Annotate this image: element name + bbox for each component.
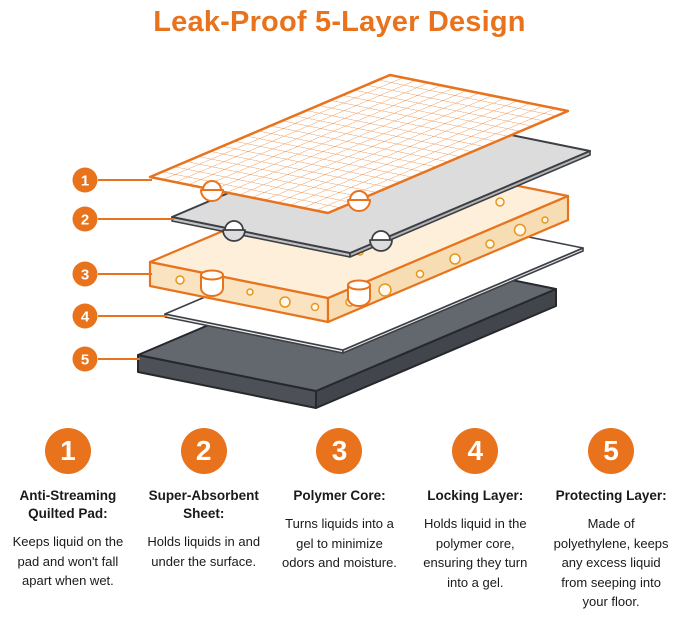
callout-badge — [72, 303, 98, 329]
legend-number-badge: 2 — [180, 428, 227, 474]
callout-number: 4 — [81, 308, 90, 325]
callout-badge — [72, 206, 98, 232]
callout-badge — [72, 167, 98, 193]
legend-heading: Protecting Layer: — [555, 488, 667, 503]
page-title: Leak-Proof 5-Layer Design — [153, 6, 526, 38]
callout-4: 4 — [72, 303, 167, 329]
legend-number-badge: 1 — [44, 428, 91, 474]
legend-heading: Anti-Streaming Quilted Pad: — [19, 488, 117, 522]
legend-item-polymer-core: 3 Polymer Core: Turns liquids into a gel… — [272, 428, 408, 612]
legend-item-quilted-pad: 1 Anti-Streaming Quilted Pad: Keeps liqu… — [0, 428, 136, 612]
legend-number-badge: 4 — [452, 428, 499, 474]
core-notches — [200, 269, 371, 307]
callout-number: 1 — [81, 172, 89, 189]
legend-body: Holds liquids in and under the surface. — [147, 534, 261, 569]
legend-body: Made of polyethylene, keeps any excess l… — [553, 516, 669, 610]
quilted-mesh-layer-icon — [148, 73, 570, 215]
legend-item-locking-layer: 4 Locking Layer: Holds liquid in the pol… — [407, 428, 543, 612]
callout-number: 2 — [81, 211, 89, 228]
mesh-tabs — [200, 180, 371, 212]
callout-number: 5 — [81, 351, 89, 368]
legend-item-protecting-layer: 5 Protecting Layer: Made of polyethylene… — [543, 428, 679, 612]
callout-3: 3 — [72, 261, 152, 287]
legend: 1 Anti-Streaming Quilted Pad: Keeps liqu… — [0, 428, 679, 612]
legend-body: Turns liquids into a gel to minimize odo… — [282, 516, 397, 571]
callout-1: 1 — [72, 167, 152, 193]
legend-heading: Polymer Core: — [293, 488, 386, 503]
legend-number-badge: 5 — [588, 428, 635, 474]
callout-2: 2 — [72, 206, 174, 232]
legend-body: Keeps liquid on the pad and won't fall a… — [12, 534, 124, 589]
callout-number: 3 — [81, 266, 89, 283]
callout-5: 5 — [72, 346, 140, 372]
legend-item-absorbent-sheet: 2 Super-Absorbent Sheet: Holds liquids i… — [136, 428, 272, 612]
callout-badge — [72, 346, 98, 372]
legend-body: Holds liquid in the polymer core, ensuri… — [423, 516, 528, 590]
sheet-notch-tabs — [222, 220, 393, 252]
callout-badge — [72, 261, 98, 287]
legend-heading: Super-Absorbent Sheet: — [148, 488, 259, 522]
exploded-layers-diagram: 1 2 3 4 5 — [72, 73, 591, 409]
legend-heading: Locking Layer: — [427, 488, 524, 503]
legend-number-badge: 3 — [316, 428, 363, 474]
